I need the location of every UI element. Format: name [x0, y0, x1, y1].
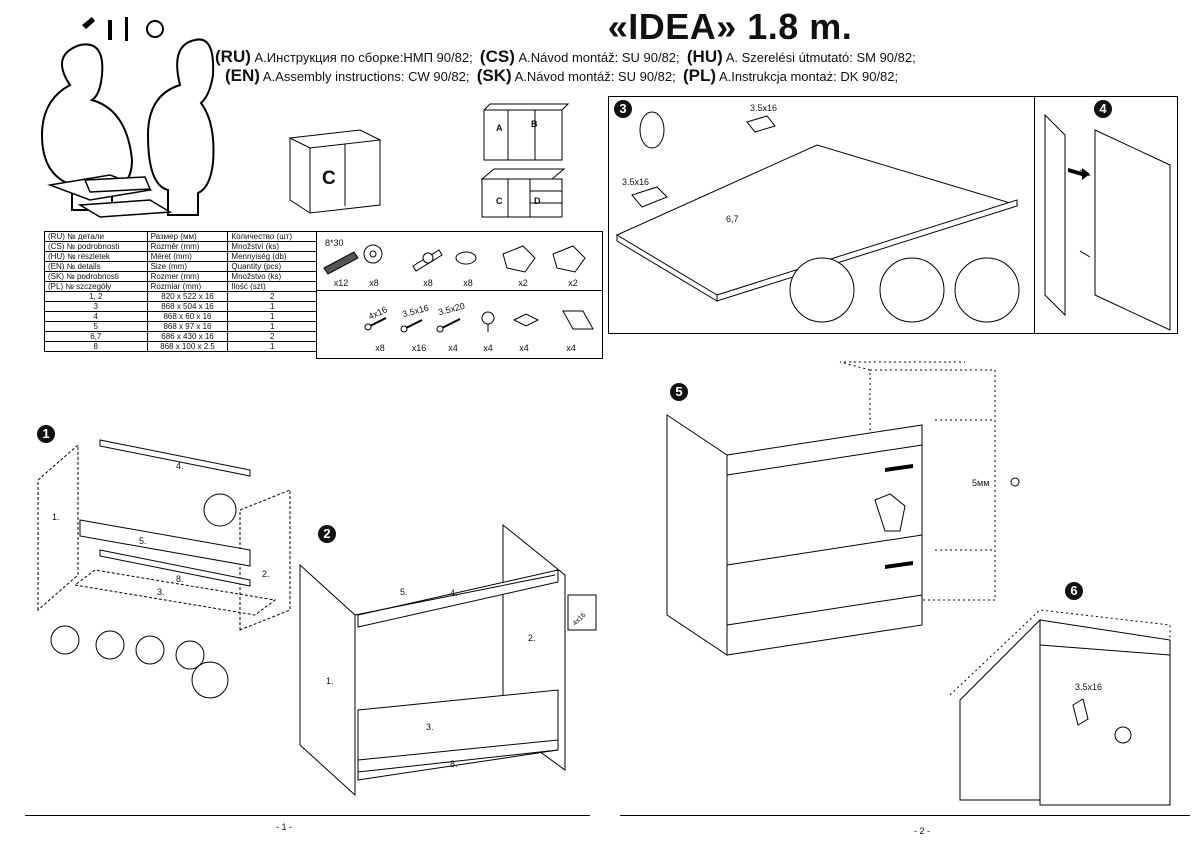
step-3-diagram — [615, 111, 1020, 323]
step5-depth-label: 5мм — [972, 478, 990, 488]
step-4-diagram — [1044, 113, 1171, 331]
step6-screw-label: 3.5x16 — [1075, 682, 1103, 692]
lower-label-d: D — [534, 196, 541, 206]
step1-part-4: 4. — [176, 461, 184, 471]
page-title: «IDEA» 1.8 m. — [607, 6, 853, 47]
hw-qty-4: x8 — [463, 278, 473, 288]
step2-part-5: 5. — [400, 587, 408, 597]
lower-label-c: C — [496, 196, 503, 206]
upper-label-a: A — [496, 123, 503, 133]
hardware-bottom-icons — [364, 310, 594, 333]
hw-qty-7: x8 — [375, 343, 385, 353]
step3-panel-label: 6,7 — [726, 214, 739, 224]
step1-part-1: 1. — [52, 512, 60, 522]
step2-part-3: 3. — [426, 722, 434, 732]
hw-qty-9: x4 — [448, 343, 458, 353]
hw-qty-1: x12 — [333, 278, 349, 288]
step-4-number: 4 — [1094, 100, 1112, 118]
hw-label-dowel: 8*30 — [325, 238, 344, 248]
instruction-row-1: (RU) А.Инструкция по сборке:НМП 90/82; (… — [215, 47, 916, 66]
step-1-number: 1 — [37, 425, 55, 443]
step-3-4-divider — [1034, 96, 1035, 334]
step-5-number: 5 — [670, 383, 688, 401]
step2-part-2: 2. — [528, 633, 536, 643]
cabinet-c-label: C — [322, 168, 336, 189]
step-3-4-frame — [608, 96, 1178, 334]
hw-qty-5: x2 — [518, 278, 528, 288]
hw-qty-11: x4 — [519, 343, 529, 353]
instruction-row-2: (EN) A.Assembly instructions: CW 90/82; … — [225, 66, 899, 85]
page-number-1: - 1 - — [276, 822, 293, 832]
hw-qty-3: x8 — [423, 278, 433, 288]
hw-qty-6: x2 — [568, 278, 578, 288]
hw-qty-10: x4 — [483, 343, 493, 353]
lower-cabinet-overview — [480, 168, 566, 218]
step-2-number: 2 — [318, 525, 336, 543]
upper-cabinet-overview — [483, 103, 570, 161]
hw-qty-2: x8 — [369, 278, 379, 288]
instruction-codes: (RU) А.Инструкция по сборке:НМП 90/82; (… — [215, 48, 916, 86]
step-5-diagram — [666, 361, 1020, 656]
step1-part-3: 3. — [157, 587, 165, 597]
hardware-box — [316, 231, 603, 359]
step1-part-2: 2. — [262, 569, 270, 579]
hw-qty-12: x4 — [566, 343, 576, 353]
step-1-diagram — [37, 439, 291, 699]
step1-part-8: 8. — [176, 574, 184, 584]
upper-label-b: B — [531, 119, 538, 129]
step-3-number: 3 — [614, 100, 632, 118]
step3-screw-a: 3.5x16 — [750, 103, 778, 113]
step1-part-5: 5. — [139, 536, 147, 546]
step2-part-4: 4. — [450, 588, 458, 598]
step-6-number: 6 — [1065, 582, 1083, 600]
cabinet-c-overview — [288, 129, 382, 214]
step-6-diagram — [949, 609, 1171, 806]
step2-part-8: 8. — [450, 759, 458, 769]
hardware-divider — [316, 290, 602, 291]
step2-part-1: 1. — [326, 676, 334, 686]
hardware-top-icons — [323, 244, 586, 275]
footer-rule-2 — [620, 815, 1190, 816]
hw-qty-8: x16 — [411, 343, 427, 353]
footer-rule-1 — [25, 815, 590, 816]
page-number-2: - 2 - — [914, 826, 931, 836]
step3-screw-b: 3.5x16 — [622, 177, 650, 187]
two-person-illustration — [40, 17, 215, 218]
step-2-diagram — [299, 523, 597, 797]
